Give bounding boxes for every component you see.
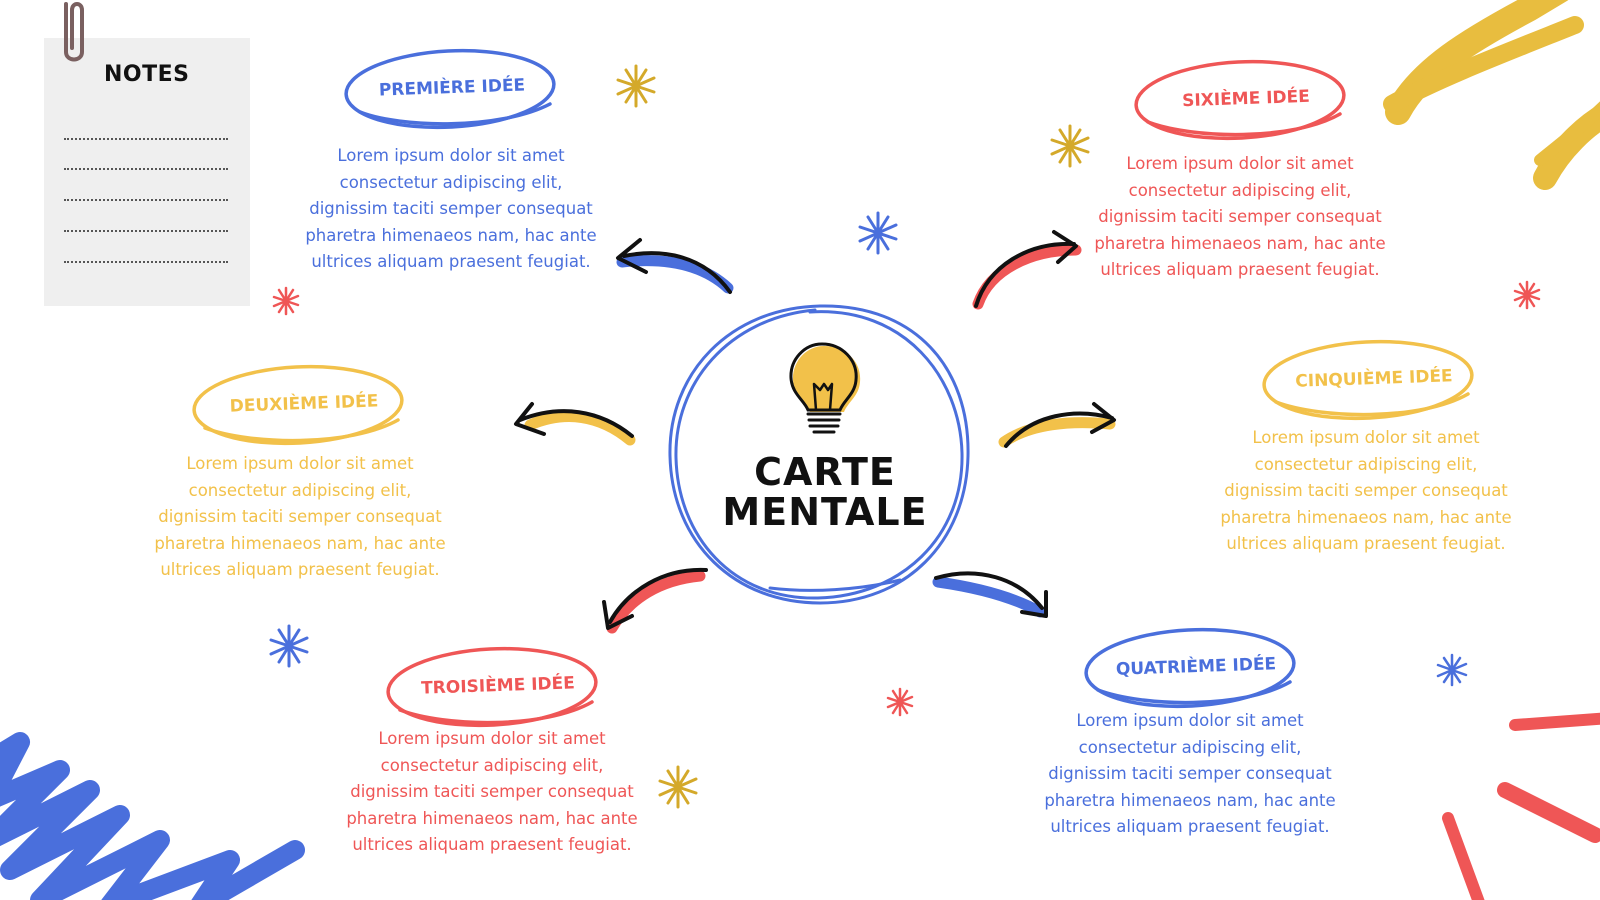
sparkle-icon	[616, 64, 656, 108]
sparkle-decorations	[269, 64, 1541, 809]
note-line	[64, 230, 228, 232]
oval-second-idea	[192, 364, 404, 446]
oval-fifth-idea	[1262, 339, 1474, 421]
sparkle-icon	[858, 211, 898, 255]
yellow-scribble-decoration	[1383, 0, 1600, 190]
center-title: CARTE MENTALE	[722, 450, 928, 534]
note-line	[64, 261, 228, 263]
note-line	[64, 168, 228, 170]
arrow-to-first-idea	[616, 238, 734, 294]
lightbulb-icon	[789, 342, 861, 434]
idea-text-third: Lorem ipsum dolor sit amet consectetur a…	[346, 729, 638, 854]
arrow-to-fifth-idea	[998, 402, 1116, 448]
red-strokes-decoration	[1442, 712, 1600, 900]
blue-scribble-decoration	[0, 732, 305, 900]
idea-text-sixth: Lorem ipsum dolor sit amet consectetur a…	[1094, 154, 1386, 279]
idea-text-fourth: Lorem ipsum dolor sit amet consectetur a…	[1044, 711, 1336, 836]
sparkle-icon	[658, 765, 698, 809]
sparkle-icon	[886, 687, 914, 717]
arrow-to-sixth-idea	[972, 230, 1082, 310]
sparkle-icon	[272, 286, 300, 316]
sparkle-icon	[1050, 124, 1090, 168]
arrow-to-second-idea	[514, 402, 636, 446]
idea-text-second: Lorem ipsum dolor sit amet consectetur a…	[154, 454, 446, 579]
note-line	[64, 199, 228, 201]
idea-text-fifth: Lorem ipsum dolor sit amet consectetur a…	[1220, 428, 1512, 553]
center-circle	[668, 304, 970, 605]
sparkle-icon	[1436, 653, 1468, 687]
sparkle-icon	[269, 624, 309, 668]
note-line	[64, 138, 228, 140]
paperclip-icon	[64, 2, 84, 62]
oval-fourth-idea	[1084, 627, 1296, 709]
oval-third-idea	[386, 646, 598, 728]
arrow-to-fourth-idea	[932, 571, 1048, 618]
oval-first-idea	[344, 48, 556, 130]
idea-text-first: Lorem ipsum dolor sit amet consectetur a…	[305, 146, 597, 271]
sparkle-icon	[1513, 280, 1541, 310]
oval-sixth-idea	[1134, 59, 1346, 141]
arrow-to-third-idea	[602, 567, 708, 634]
notes-title: NOTES	[104, 62, 190, 87]
